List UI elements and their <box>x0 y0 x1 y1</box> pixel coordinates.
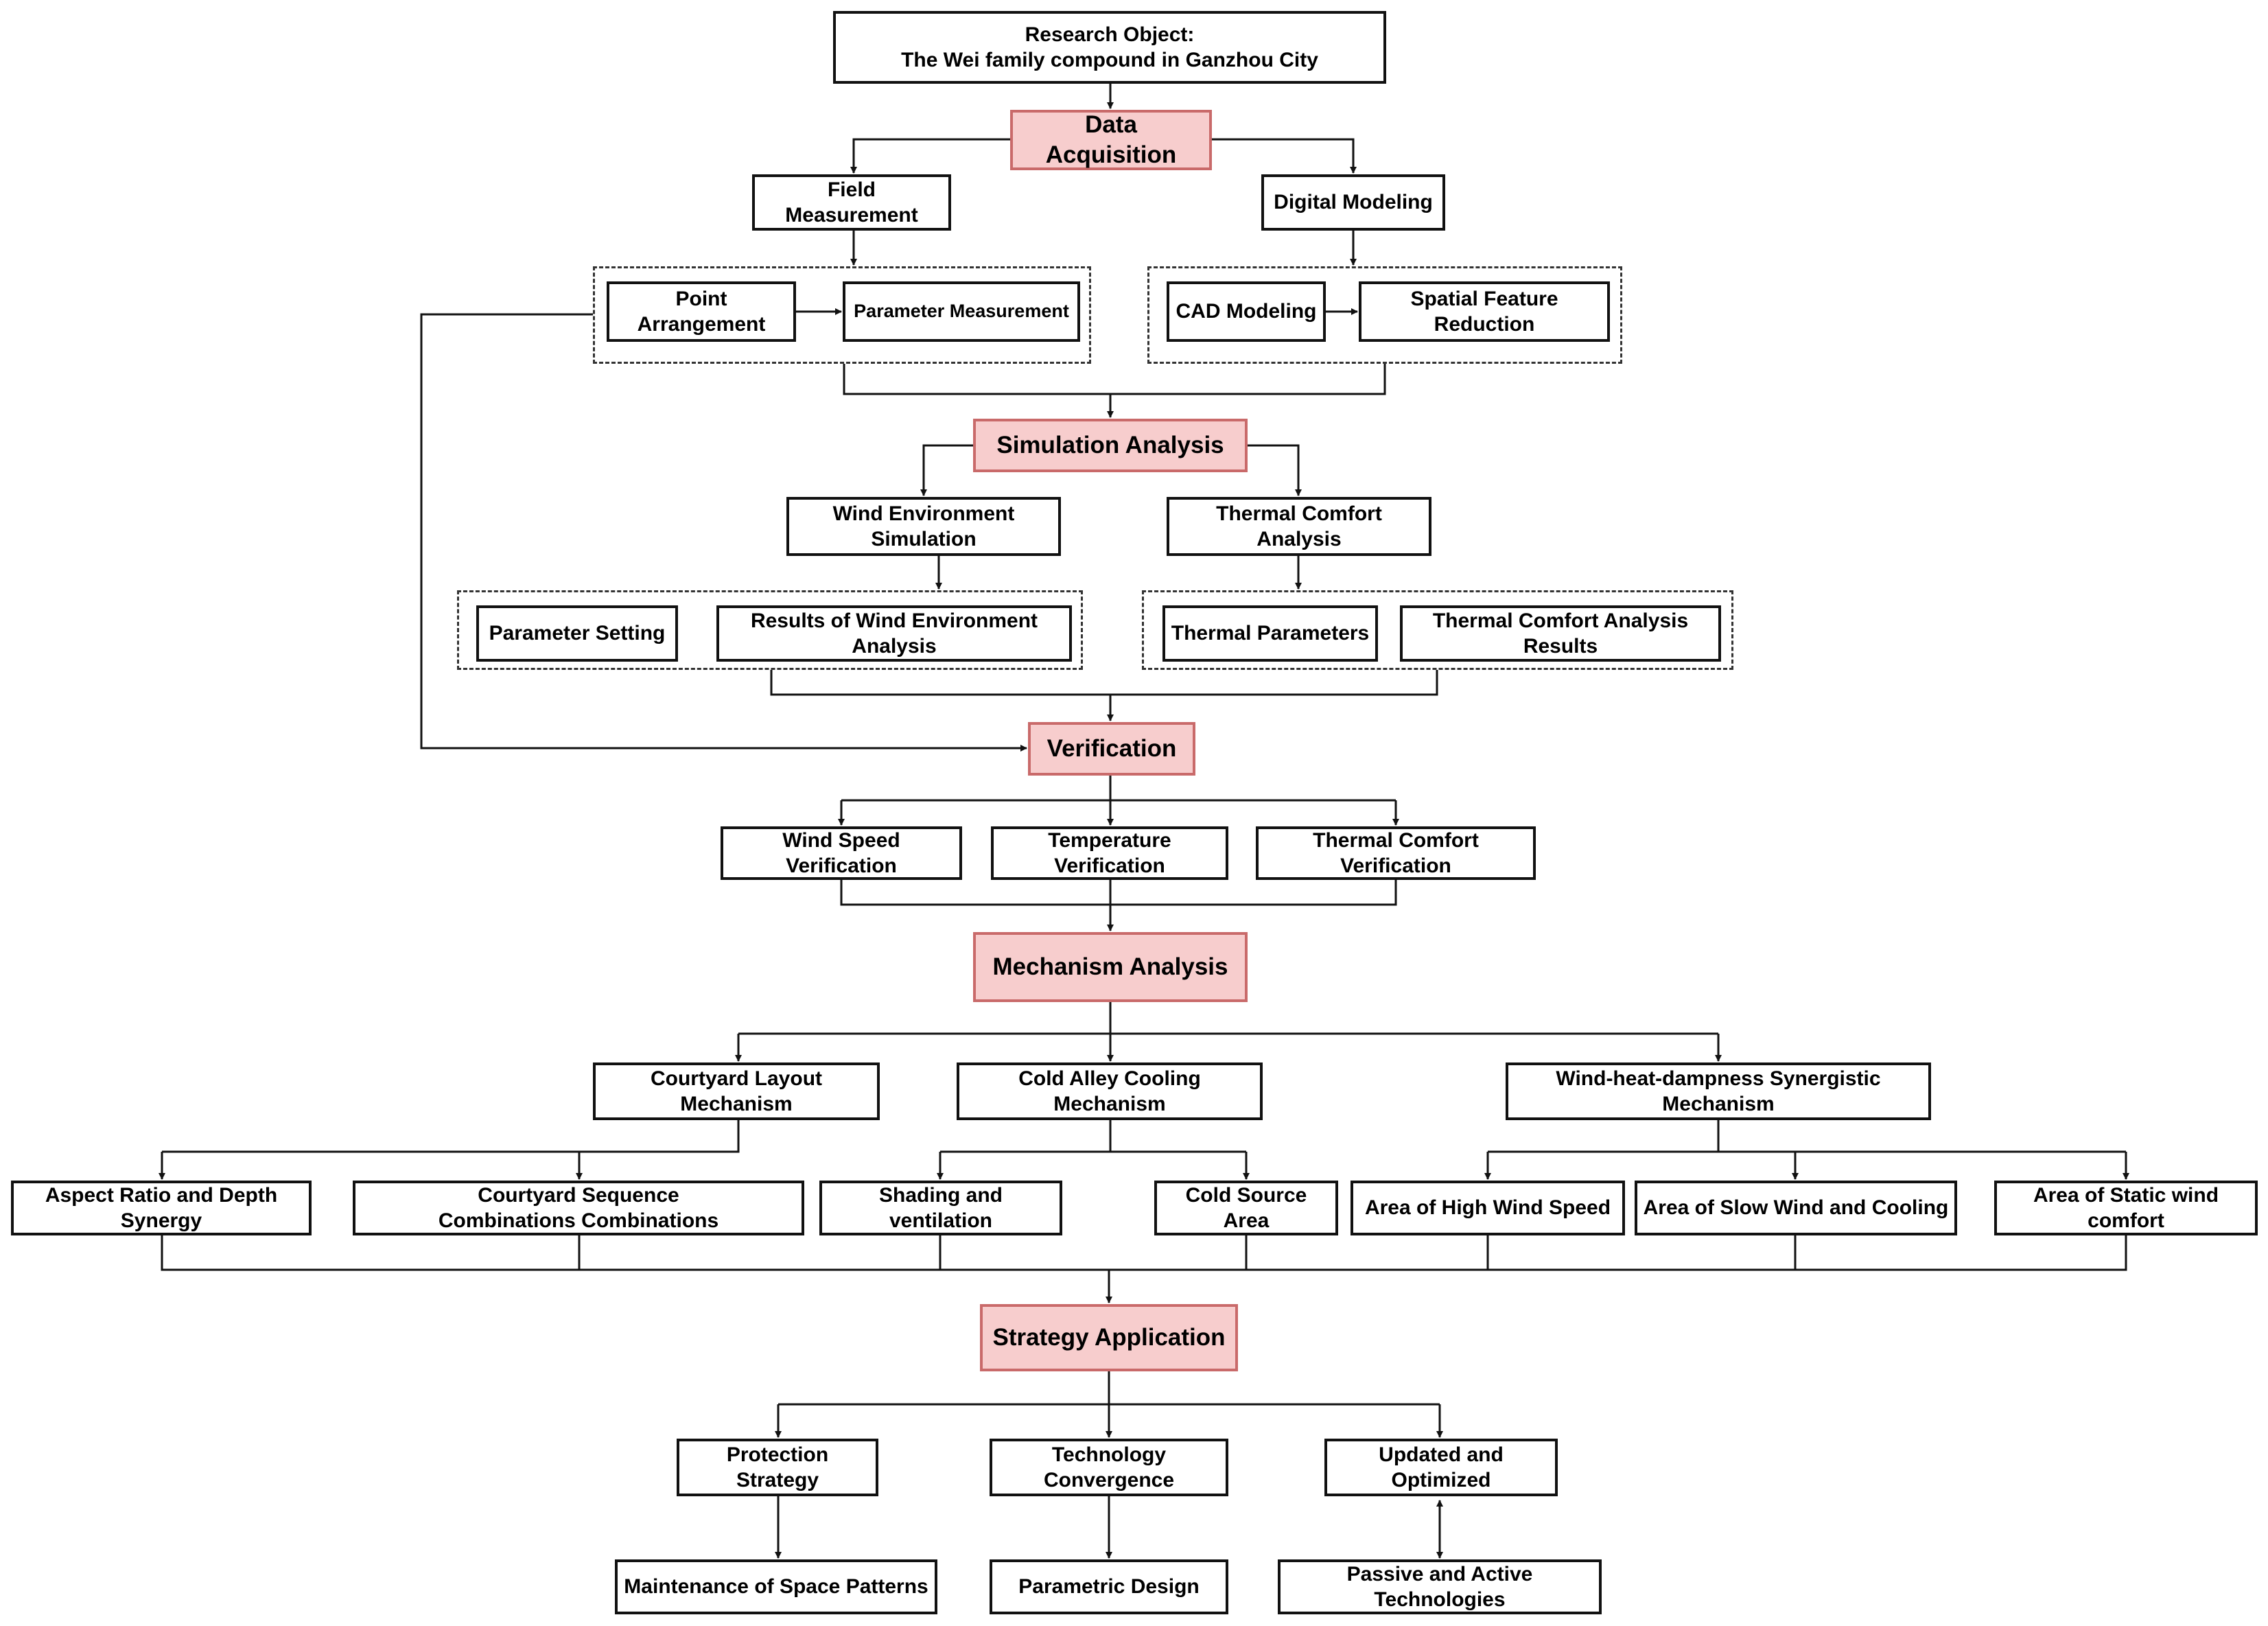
research-object-box: Research Object: The Wei family compound… <box>833 11 1386 84</box>
edge-loop-ver <box>420 313 1027 752</box>
edge-cold-split <box>940 1120 1246 1153</box>
edge-strategy-split <box>778 1371 1440 1406</box>
edge-groups-sim <box>843 364 1386 395</box>
static-wind-comfort-area-box: Area of Static wind comfort <box>1994 1181 2258 1235</box>
thermal-comfort-verification-box: Thermal Comfort Verification <box>1256 826 1536 880</box>
verification-stage: Verification <box>1028 722 1195 776</box>
edge-leaves-merge <box>161 1235 2127 1271</box>
wind-simulation-group <box>457 590 1083 670</box>
protection-strategy-box: Protection Strategy <box>677 1439 878 1496</box>
aspect-ratio-depth-box: Aspect Ratio and Depth Synergy <box>11 1181 312 1235</box>
slow-wind-cooling-area-box: Area of Slow Wind and Cooling <box>1635 1181 1957 1235</box>
spatial-feature-reduction-box: Spatial Feature Reduction <box>1359 281 1610 342</box>
updated-optimized-box: Updated and Optimized <box>1324 1439 1558 1496</box>
wind-heat-dampness-mechanism-box: Wind-heat-dampness Synergistic Mechanism <box>1506 1062 1931 1120</box>
shading-ventilation-box: Shading and ventilation <box>819 1181 1062 1235</box>
edge-data-digital <box>1212 138 1357 174</box>
edge-courtyard-split <box>162 1120 740 1153</box>
edge-sim-thermal <box>1248 444 1302 496</box>
edge-sim-wind <box>920 444 973 496</box>
mechanism-analysis-stage: Mechanism Analysis <box>973 932 1248 1002</box>
courtyard-sequence-box: Courtyard Sequence Combinations Combinat… <box>353 1181 804 1235</box>
edge-three-mech <box>840 880 1397 906</box>
wind-speed-verification-box: Wind Speed Verification <box>721 826 962 880</box>
data-acquisition-stage: Data Acquisition <box>1010 110 1212 170</box>
edge-mech-split <box>738 1002 1718 1035</box>
temperature-verification-box: Temperature Verification <box>991 826 1228 880</box>
cold-alley-cooling-mechanism-box: Cold Alley Cooling Mechanism <box>957 1062 1263 1120</box>
thermal-analysis-group <box>1142 590 1733 670</box>
parametric-design-box: Parametric Design <box>990 1559 1228 1614</box>
simulation-analysis-stage: Simulation Analysis <box>973 419 1248 472</box>
courtyard-layout-mechanism-box: Courtyard Layout Mechanism <box>593 1062 880 1120</box>
thermal-parameters-box: Thermal Parameters <box>1162 605 1378 662</box>
field-measurement-box: Field Measurement <box>752 174 951 231</box>
thermal-comfort-analysis-box: Thermal Comfort Analysis <box>1167 497 1431 556</box>
point-arrangement-box: Point Arrangement <box>607 281 796 342</box>
edge-data-field <box>850 138 1012 174</box>
digital-modeling-box: Digital Modeling <box>1261 174 1445 231</box>
high-wind-speed-area-box: Area of High Wind Speed <box>1351 1181 1625 1235</box>
edge-whd-split <box>1488 1120 2126 1153</box>
wind-environment-simulation-box: Wind Environment Simulation <box>786 497 1061 556</box>
technology-convergence-box: Technology Convergence <box>990 1439 1228 1496</box>
thermal-comfort-results-box: Thermal Comfort Analysis Results <box>1400 605 1721 662</box>
maintenance-space-patterns-box: Maintenance of Space Patterns <box>615 1559 937 1614</box>
cold-source-area-box: Cold Source Area <box>1154 1181 1338 1235</box>
edge-ver-split <box>841 776 1396 802</box>
field-measurement-group <box>593 266 1091 364</box>
parameter-setting-box: Parameter Setting <box>476 605 678 662</box>
passive-active-technologies-box: Passive and Active Technologies <box>1278 1559 1602 1614</box>
digital-modeling-group <box>1147 266 1622 364</box>
cad-modeling-box: CAD Modeling <box>1167 281 1326 342</box>
wind-environment-results-box: Results of Wind Environment Analysis <box>716 605 1072 662</box>
parameter-measurement-box: Parameter Measurement <box>843 281 1080 342</box>
strategy-application-stage: Strategy Application <box>980 1304 1238 1371</box>
edge-groups-ver <box>770 670 1438 696</box>
